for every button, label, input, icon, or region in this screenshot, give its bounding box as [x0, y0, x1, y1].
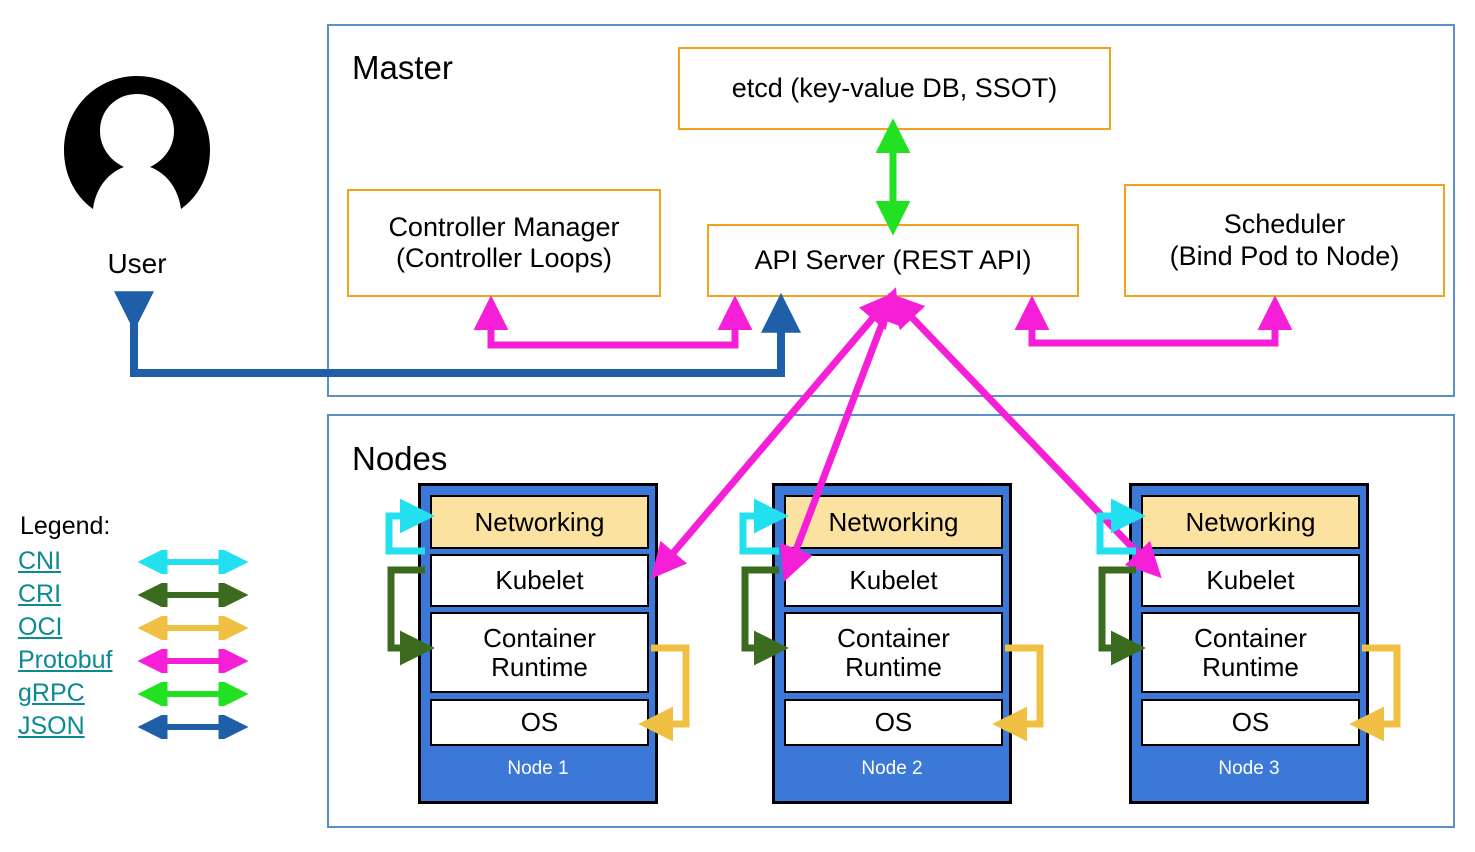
- legend-arrow-icon: [138, 681, 248, 706]
- legend-item-cni[interactable]: CNI: [18, 545, 248, 578]
- legend-arrow-icon: [138, 615, 248, 640]
- legend-item-label: CRI: [18, 580, 62, 608]
- legend-item-grpc[interactable]: gRPC: [18, 677, 248, 710]
- legend-arrow-icon: [138, 549, 248, 574]
- node-3-container-runtime-label-line1: Container: [1194, 622, 1307, 653]
- node-2-kubelet[interactable]: Kubelet: [784, 554, 1003, 607]
- node-3-networking-label: Networking: [1185, 506, 1316, 537]
- node-3[interactable]: Networking Kubelet Container Runtime OS …: [1129, 483, 1369, 804]
- legend-item-label: OCI: [18, 613, 63, 641]
- legend-item-label: CNI: [18, 547, 62, 575]
- node-2-container-runtime[interactable]: Container Runtime: [784, 612, 1003, 693]
- node-1-container-runtime-label-line1: Container: [483, 622, 596, 653]
- node-1-networking-label: Networking: [474, 506, 605, 537]
- scheduler-label-line1: Scheduler: [1223, 209, 1346, 240]
- node-2-os-label: OS: [874, 707, 913, 738]
- node-1-label: Node 1: [507, 758, 569, 779]
- node-2-label: Node 2: [861, 758, 923, 779]
- node-3-networking[interactable]: Networking: [1141, 495, 1360, 549]
- scheduler-box[interactable]: Scheduler (Bind Pod to Node): [1124, 184, 1445, 297]
- legend-title: Legend:: [20, 512, 111, 540]
- controller-manager-label-line1: Controller Manager: [388, 211, 620, 242]
- nodes-title: Nodes: [352, 440, 448, 477]
- node-2-networking-label: Networking: [828, 506, 959, 537]
- node-1-kubelet[interactable]: Kubelet: [430, 554, 649, 607]
- node-2-os[interactable]: OS: [784, 699, 1003, 746]
- node-3-kubelet[interactable]: Kubelet: [1141, 554, 1360, 607]
- node-2-networking[interactable]: Networking: [784, 495, 1003, 549]
- node-1-os-label: OS: [520, 707, 559, 738]
- node-3-os-label: OS: [1231, 707, 1270, 738]
- api-server-box[interactable]: API Server (REST API): [707, 224, 1079, 297]
- node-1-os[interactable]: OS: [430, 699, 649, 746]
- etcd-box[interactable]: etcd (key-value DB, SSOT): [678, 47, 1111, 130]
- node-3-os[interactable]: OS: [1141, 699, 1360, 746]
- node-1[interactable]: Networking Kubelet Container Runtime OS …: [418, 483, 658, 804]
- legend-item-cri[interactable]: CRI: [18, 578, 248, 611]
- controller-manager-box[interactable]: Controller Manager (Controller Loops): [347, 189, 661, 297]
- node-3-label: Node 3: [1218, 758, 1280, 779]
- node-2-container-runtime-label-line2: Runtime: [845, 651, 942, 682]
- node-2[interactable]: Networking Kubelet Container Runtime OS …: [772, 483, 1012, 804]
- legend-arrow-icon: [138, 714, 248, 739]
- node-1-networking[interactable]: Networking: [430, 495, 649, 549]
- etcd-label: etcd (key-value DB, SSOT): [731, 72, 1058, 103]
- legend-item-oci[interactable]: OCI: [18, 611, 248, 644]
- legend-rows: CNI CRI OCI Protobuf gRPC JSON: [18, 545, 248, 743]
- master-title: Master: [352, 49, 453, 86]
- api-server-label: API Server (REST API): [754, 244, 1032, 275]
- legend-item-label: JSON: [18, 712, 85, 740]
- scheduler-label-line2: (Bind Pod to Node): [1169, 240, 1400, 271]
- node-1-kubelet-label: Kubelet: [495, 565, 584, 596]
- node-2-container-runtime-label-line1: Container: [837, 622, 950, 653]
- legend-item-label: Protobuf: [18, 646, 113, 674]
- legend-item-label: gRPC: [18, 679, 85, 707]
- legend: Legend: CNI CRI OCI Protobuf gRPC JSON: [18, 512, 248, 743]
- legend-arrow-icon: [138, 648, 248, 673]
- node-3-container-runtime[interactable]: Container Runtime: [1141, 612, 1360, 693]
- node-1-container-runtime[interactable]: Container Runtime: [430, 612, 649, 693]
- legend-arrow-icon: [138, 582, 248, 607]
- legend-item-json[interactable]: JSON: [18, 710, 248, 743]
- node-3-kubelet-label: Kubelet: [1206, 565, 1295, 596]
- node-1-container-runtime-label-line2: Runtime: [491, 651, 588, 682]
- user-avatar-icon: [64, 76, 210, 209]
- node-2-kubelet-label: Kubelet: [849, 565, 938, 596]
- user-label: User: [107, 248, 167, 279]
- controller-manager-label-line2: (Controller Loops): [395, 243, 613, 273]
- node-3-container-runtime-label-line2: Runtime: [1202, 651, 1299, 682]
- legend-item-protobuf[interactable]: Protobuf: [18, 644, 248, 677]
